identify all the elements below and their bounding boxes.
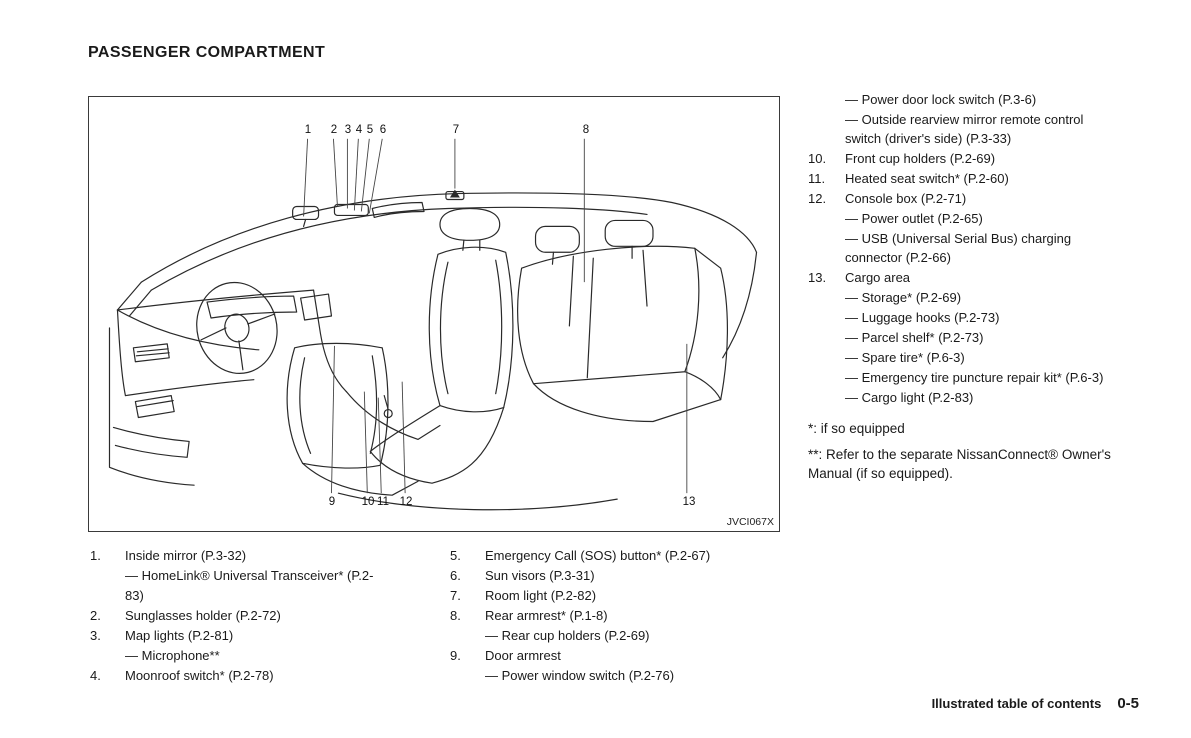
callout-9: 9 xyxy=(328,496,336,508)
list-item: 12. Console box (P.2-71) xyxy=(808,189,1116,208)
subitem-text: — Microphone** xyxy=(125,648,220,663)
item-text: Heated seat switch* (P.2-60) xyxy=(845,171,1009,186)
list-subitem: — Microphone** xyxy=(90,646,380,666)
item-text: Inside mirror (P.3-32) xyxy=(125,548,247,563)
page-footer: Illustrated table of contents 0-5 xyxy=(932,695,1139,712)
car-interior-illustration xyxy=(108,138,758,511)
subitem-text: — Power outlet (P.2-65) xyxy=(845,211,983,226)
callout-3: 3 xyxy=(344,124,352,136)
callout-13: 13 xyxy=(682,496,696,508)
list-subitem: — Rear cup holders (P.2-69) xyxy=(450,626,750,646)
list-subitem: — Power window switch (P.2-76) xyxy=(450,666,750,686)
callout-7: 7 xyxy=(452,124,460,136)
subitem-text: — HomeLink® Universal Transceiver* (P.2-… xyxy=(125,568,374,603)
list-item: 8. Rear armrest* (P.1-8) xyxy=(450,606,750,626)
item-number: 11. xyxy=(808,171,826,186)
item-number: 13. xyxy=(808,270,827,285)
item-number: 8. xyxy=(450,608,461,623)
subitem-text: — Parcel shelf* (P.2-73) xyxy=(845,330,984,345)
subitem-text: — Cargo light (P.2-83) xyxy=(845,390,974,405)
subitem-text: — Power window switch (P.2-76) xyxy=(485,668,675,683)
callout-5: 5 xyxy=(366,124,374,136)
callout-11: 11 xyxy=(377,496,389,508)
list-item: 11. Heated seat switch* (P.2-60) xyxy=(808,169,1116,188)
list-subitem: — HomeLink® Universal Transceiver* (P.2-… xyxy=(90,566,380,606)
item-text: Sunglasses holder (P.2-72) xyxy=(125,608,281,623)
subitem-text: — Luggage hooks (P.2-73) xyxy=(845,310,1000,325)
item-text: Emergency Call (SOS) button* (P.2-67) xyxy=(485,548,711,563)
footer-section-title: Illustrated table of contents xyxy=(931,696,1102,711)
subitem-text: — USB (Universal Serial Bus) charging co… xyxy=(845,231,1072,265)
list-item: 9. Door armrest xyxy=(450,646,750,666)
item-number: 2. xyxy=(90,608,101,623)
item-number: 3. xyxy=(90,628,101,643)
bottom-middle-list: 5.Emergency Call (SOS) button* (P.2-67) … xyxy=(450,546,750,686)
item-text: Door armrest xyxy=(485,648,561,663)
subitem-text: — Rear cup holders (P.2-69) xyxy=(485,628,650,643)
item-number: 6. xyxy=(450,568,461,583)
item-number: 4. xyxy=(90,668,101,683)
footnotes: *: if so equipped **: Refer to the separ… xyxy=(808,419,1116,483)
list-item: 4. Moonroof switch* (P.2-78) xyxy=(90,666,380,686)
callout-12: 12 xyxy=(399,496,413,508)
list-subitem: — Parcel shelf* (P.2-73) xyxy=(808,328,1116,347)
list-item: 2. Sunglasses holder (P.2-72) xyxy=(90,606,380,626)
callout-2: 2 xyxy=(330,124,338,136)
right-column-list: — Power door lock switch (P.3-6) — Outsi… xyxy=(808,90,1116,490)
subitem-text: — Storage* (P.2-69) xyxy=(845,290,962,305)
list-subitem: — USB (Universal Serial Bus) charging co… xyxy=(808,229,1116,267)
list-subitem: — Spare tire* (P.6-3) xyxy=(808,348,1116,367)
item-text: Room light (P.2-82) xyxy=(485,588,597,603)
subitem-text: — Outside rearview mirror remote control… xyxy=(845,112,1084,146)
item-number: 7. xyxy=(450,588,461,603)
footnote-nissanconnect: **: Refer to the separate NissanConnect®… xyxy=(808,447,1111,481)
list-item: 7. Room light (P.2-82) xyxy=(450,586,750,606)
list-subitem: — Outside rearview mirror remote control… xyxy=(808,110,1116,148)
footer-page-number: 0-5 xyxy=(1117,695,1139,712)
subitem-text: — Power door lock switch (P.3-6) xyxy=(845,92,1037,107)
callout-6: 6 xyxy=(379,124,387,136)
list-item: 6. Sun visors (P.3-31) xyxy=(450,566,750,586)
item-text: Console box (P.2-71) xyxy=(845,191,967,206)
figure-box: 1 2 3 4 5 6 7 8 9 10 11 12 13 JVCI067X xyxy=(88,96,780,532)
item-number: 1. xyxy=(90,548,101,563)
figure-image-code: JVCI067X xyxy=(726,516,774,528)
callout-4: 4 xyxy=(355,124,363,136)
list-subitem: — Power door lock switch (P.3-6) xyxy=(808,90,1116,109)
callout-8: 8 xyxy=(582,124,590,136)
item-text: Map lights (P.2-81) xyxy=(125,628,234,643)
item-number: 9. xyxy=(450,648,461,663)
list-subitem: — Storage* (P.2-69) xyxy=(808,288,1116,307)
list-subitem: — Cargo light (P.2-83) xyxy=(808,388,1116,407)
list-subitem: — Power outlet (P.2-65) xyxy=(808,209,1116,228)
item-text: Cargo area xyxy=(845,270,911,285)
footnote-if-so-equipped: *: if so equipped xyxy=(808,421,905,436)
callout-10: 10 xyxy=(361,496,375,508)
item-number: 5. xyxy=(450,548,461,563)
list-item: 13. Cargo area xyxy=(808,268,1116,287)
item-text: Rear armrest* (P.1-8) xyxy=(485,608,608,623)
item-text: Front cup holders (P.2-69) xyxy=(845,151,996,166)
item-text: Moonroof switch* (P.2-78) xyxy=(125,668,274,683)
list-item: 1. Inside mirror (P.3-32) xyxy=(90,546,380,566)
subitem-text: — Emergency tire puncture repair kit* (P… xyxy=(845,370,1104,385)
item-text: Sun visors (P.3-31) xyxy=(485,568,595,583)
page-title: PASSENGER COMPARTMENT xyxy=(88,44,326,61)
item-number: 10. xyxy=(808,151,827,166)
item-number: 12. xyxy=(808,191,827,206)
list-subitem: — Luggage hooks (P.2-73) xyxy=(808,308,1116,327)
bottom-left-list: 1. Inside mirror (P.3-32) — HomeLink® Uni… xyxy=(90,546,380,686)
subitem-text: — Spare tire* (P.6-3) xyxy=(845,350,965,365)
callout-1: 1 xyxy=(304,124,312,136)
list-subitem: — Emergency tire puncture repair kit* (P… xyxy=(808,368,1116,387)
list-item: 10. Front cup holders (P.2-69) xyxy=(808,149,1116,168)
list-item: 5. Emergency Call (SOS) button* (P.2-67) xyxy=(450,546,750,566)
list-item: 3. Map lights (P.2-81) xyxy=(90,626,380,646)
